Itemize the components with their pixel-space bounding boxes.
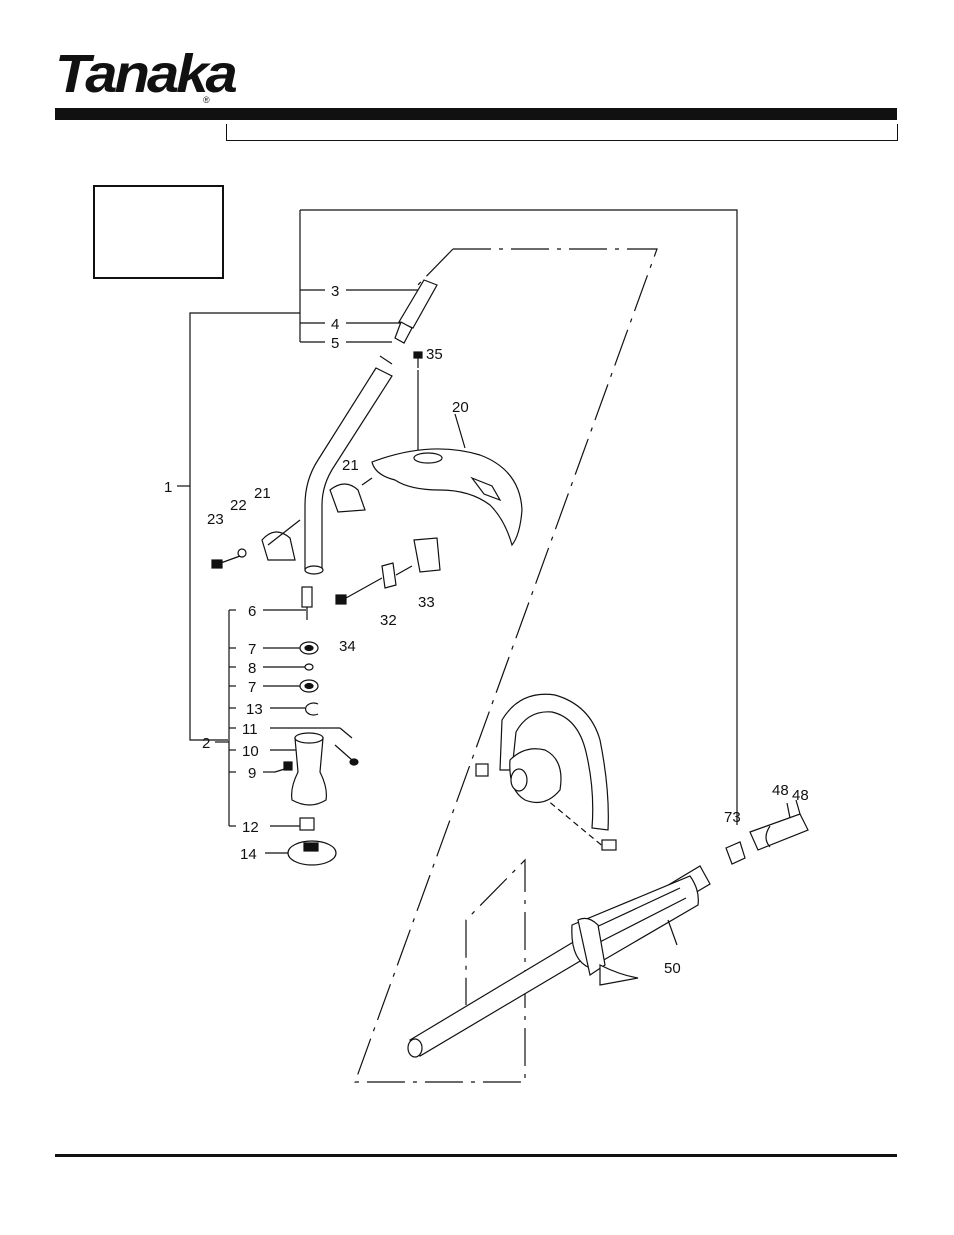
callout-50: 50 xyxy=(664,960,681,977)
callout-labels: 3 4 5 35 20 21 1 22 21 23 33 32 34 6 7 8… xyxy=(164,283,809,977)
callout-34: 34 xyxy=(339,638,356,655)
callout-35: 35 xyxy=(426,346,443,363)
callout-20: 20 xyxy=(452,399,469,416)
callout-6: 6 xyxy=(248,603,256,620)
assembly-outline xyxy=(355,249,657,1082)
callout-14: 14 xyxy=(240,846,257,863)
callout-5: 5 xyxy=(331,335,339,352)
gear-case xyxy=(292,738,327,805)
callout-13: 13 xyxy=(246,701,263,718)
callout-4: 4 xyxy=(331,316,339,333)
callout-73: 73 xyxy=(724,809,741,826)
callout-7-lower: 7 xyxy=(248,679,256,696)
callout-11: 11 xyxy=(242,721,258,738)
callout-1: 1 xyxy=(164,479,172,496)
callout-2: 2 xyxy=(202,735,210,752)
callout-12: 12 xyxy=(242,819,259,836)
callout-33: 33 xyxy=(418,594,435,611)
callout-21-left: 21 xyxy=(254,485,271,502)
footer-rule xyxy=(55,1154,897,1157)
callout-9: 9 xyxy=(248,765,256,782)
callout-3: 3 xyxy=(331,283,339,300)
callout-10: 10 xyxy=(242,743,259,760)
guard xyxy=(372,449,522,545)
callout-7-upper: 7 xyxy=(248,641,256,658)
callout-23: 23 xyxy=(207,511,224,528)
callout-48-right: 48 xyxy=(792,787,809,804)
callout-22: 22 xyxy=(230,497,247,514)
callout-8: 8 xyxy=(248,660,256,677)
flex-shaft xyxy=(399,280,437,328)
callout-48-left: 48 xyxy=(772,782,789,799)
callout-21-right: 21 xyxy=(342,457,359,474)
callout-32: 32 xyxy=(380,612,397,629)
